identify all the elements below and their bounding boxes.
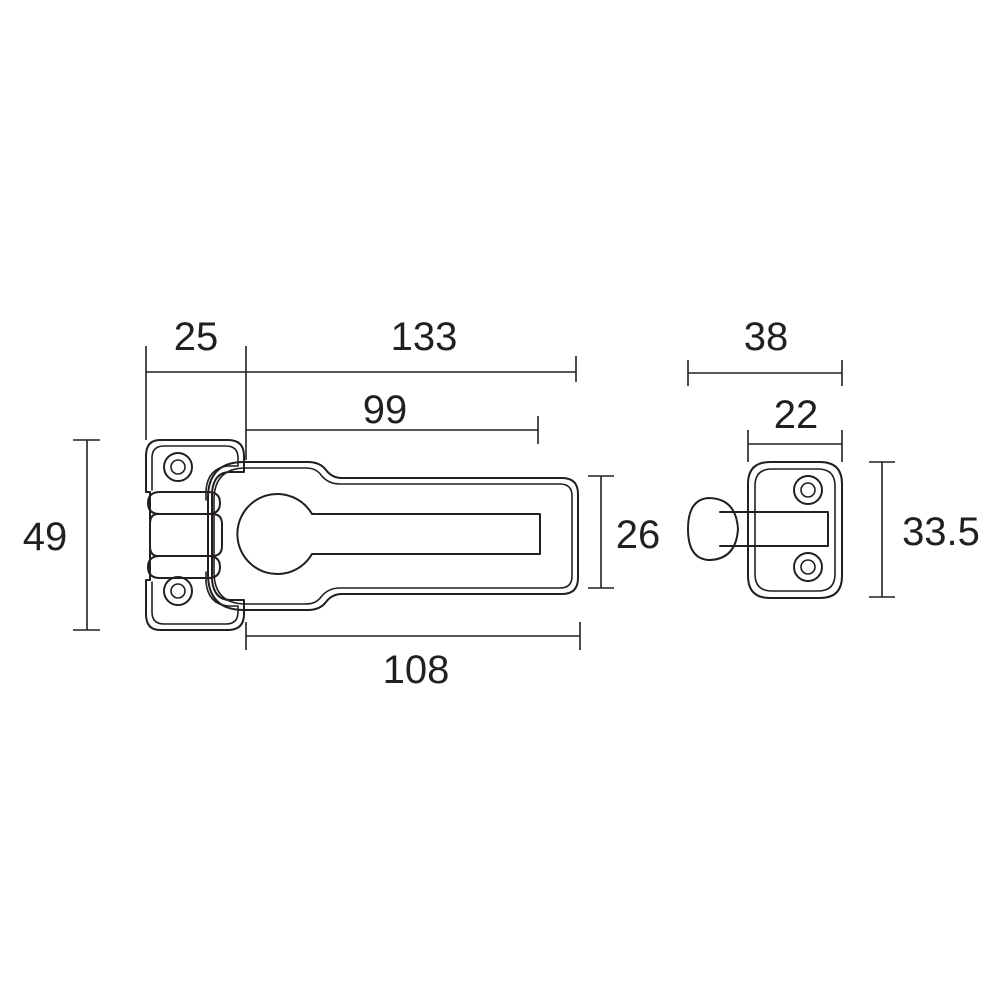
hinge-plate-outline [145,439,245,631]
arm-outline [207,461,579,611]
keeper-stem [719,511,829,547]
keeper-screw-hole-bottom [793,552,823,582]
dim-label-133: 133 [391,315,458,359]
dim-label-33-5: 33.5 [902,510,980,554]
dim-label-25: 25 [174,315,219,359]
keeper-knob [687,497,739,561]
keeper-plate-inner [754,468,836,592]
dim-label-26: 26 [616,513,661,557]
dimension-labels: 25 133 99 49 26 108 38 22 33.5 [23,315,980,692]
keeper-screw-hole-top [793,475,823,505]
keyhole-slot [236,493,541,575]
dim-label-38: 38 [744,315,789,359]
hinge-plate-inner [151,445,239,625]
hinge-knuckle-bottom [147,555,221,579]
screw-hole-bottom [163,576,193,606]
hinge-barrel [149,513,223,557]
screw-hole-top [163,452,193,482]
hinge-knuckle-top [147,491,221,515]
dim-label-108: 108 [383,648,450,692]
guard-arm [145,439,579,631]
dim-label-49: 49 [23,515,68,559]
dim-label-22: 22 [774,393,819,437]
keeper-plate-outer [747,461,843,599]
arm-inner-outline [213,467,573,605]
keeper [687,461,843,599]
dim-label-99: 99 [363,388,408,432]
dimension-lines [73,346,895,650]
